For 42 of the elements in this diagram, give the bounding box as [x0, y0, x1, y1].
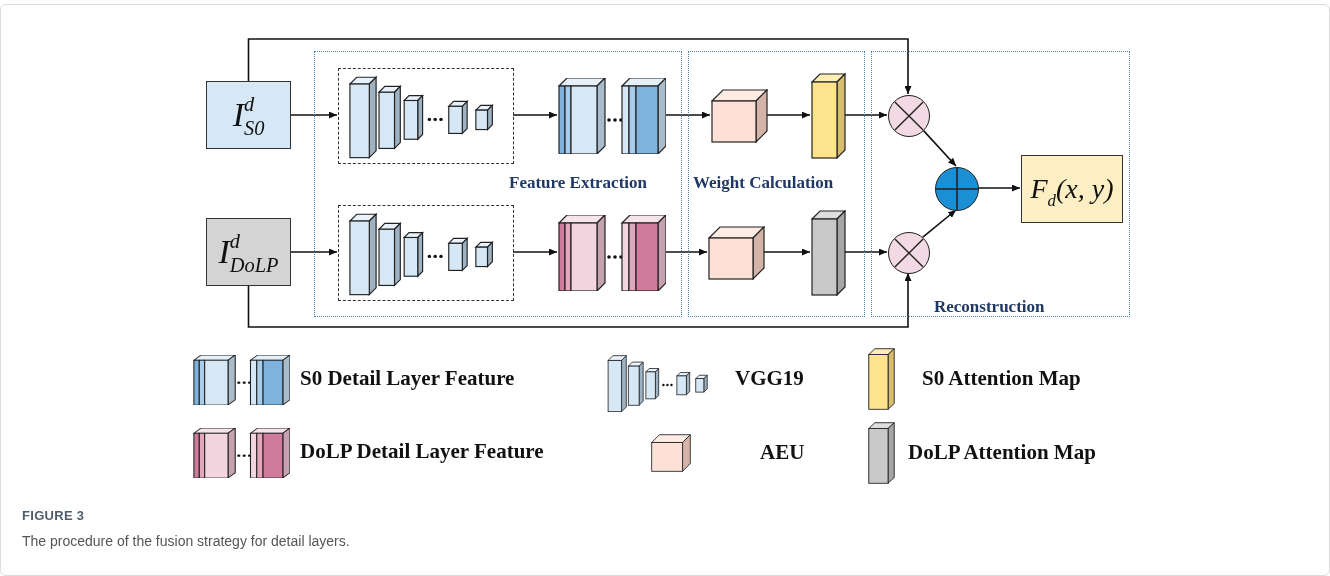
multiply-circle — [888, 232, 930, 274]
figure-caption: The procedure of the fusion strategy for detail layers. — [22, 533, 350, 549]
cube-drawing — [708, 226, 765, 280]
input-box — [206, 218, 291, 286]
arrow — [664, 111, 711, 119]
arrow — [844, 111, 888, 119]
legend-label: S0 Detail Layer Feature — [300, 366, 515, 391]
output-box — [1021, 155, 1123, 223]
arrow — [512, 248, 558, 256]
feature-stack-drawing — [558, 78, 666, 154]
feature-stack-drawing — [558, 215, 666, 291]
arrow — [922, 129, 957, 167]
math-symbol: F$_{d}$(x, y) — [1030, 173, 1114, 205]
arrow — [766, 111, 811, 119]
arrow — [664, 248, 708, 256]
arrow — [844, 248, 888, 256]
legend-label: S0 Attention Map — [922, 366, 1081, 391]
arrow — [290, 248, 338, 256]
region-label: Weight Calculation — [693, 173, 834, 193]
arrow — [247, 272, 912, 328]
multiply-circle — [888, 95, 930, 137]
arrow — [290, 111, 338, 119]
dotted-region-frame — [871, 51, 1130, 317]
arrow — [977, 184, 1021, 192]
dotted-region-frame — [314, 51, 682, 317]
region-label: Feature Extraction — [509, 173, 647, 193]
arrow — [763, 248, 811, 256]
arrow — [922, 209, 957, 238]
legend-label: AEU — [760, 440, 805, 465]
add-circle — [935, 167, 979, 211]
attention-map-drawing — [811, 210, 846, 296]
region-label: Reconstruction — [934, 297, 1045, 317]
legend-label: DoLP Attention Map — [908, 440, 1096, 465]
legend-label: DoLP Detail Layer Feature — [300, 439, 544, 464]
cube-drawing — [711, 89, 768, 143]
arrow — [247, 38, 912, 95]
figure-title: FIGURE 3 — [22, 508, 85, 523]
legend-label: VGG19 — [735, 366, 804, 391]
attention-map-drawing — [811, 73, 846, 159]
arrow — [512, 111, 558, 119]
input-box — [206, 81, 291, 149]
dotted-region-frame — [688, 51, 865, 317]
